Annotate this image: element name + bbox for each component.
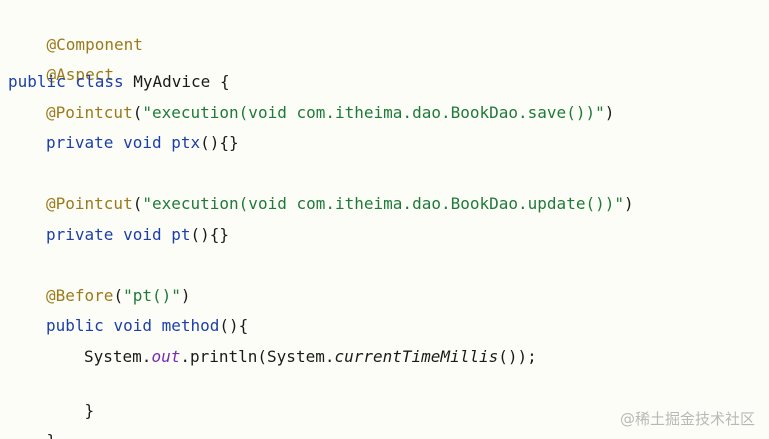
keyword-void: void [113,316,152,335]
code-line-10: @Before("pt()") [46,284,191,308]
code-line-2: @Aspect [8,39,114,84]
keyword-void: void [123,133,162,152]
annotation-aspect: @Aspect [46,65,114,84]
paren-open: ( [132,194,143,213]
code-line-7: @Pointcut("execution(void com.itheima.da… [46,192,634,216]
code-line-14: } [8,405,57,439]
code-line-12: System.out.println(System.currentTimeMil… [84,345,537,369]
string-pt: "pt()" [123,286,181,305]
code-line-11: public void method(){ [46,314,248,338]
method-pt: pt [171,225,191,244]
code-line-4: @Pointcut("execution(void com.itheima.da… [46,101,614,125]
code-line-13: } [46,375,95,420]
code-line-5: private void ptx(){} [46,131,239,155]
annotation-pointcut-save: @Pointcut [46,103,133,122]
method-method: method [161,316,220,335]
field-out: out [151,347,181,366]
string-execution-update: "execution(void com.itheima.dao.BookDao.… [142,194,624,213]
paren-close: ) [623,194,634,213]
static-call-currenttimemillis: currentTimeMillis [334,347,499,366]
keyword-public: public [46,316,104,335]
paren-close: ) [604,103,615,122]
keyword-public: public [8,72,66,91]
open-brace: { [219,72,230,91]
close-brace-method: } [84,401,95,420]
paren-open: ( [132,103,143,122]
annotation-pointcut-update: @Pointcut [46,194,133,213]
keyword-void: void [123,225,162,244]
println-call: .println(System. [180,347,335,366]
keyword-private: private [46,225,114,244]
method-ptx: ptx [171,133,201,152]
watermark: @稀土掘金技术社区 [619,410,755,428]
string-execution-save: "execution(void com.itheima.dao.BookDao.… [142,103,605,122]
code-line-1: @Component [8,9,143,54]
paren-close: ) [180,286,191,305]
call-end: ()); [498,347,537,366]
code-line-3: public class MyAdvice { [8,70,230,94]
system-ref: System. [84,347,152,366]
code-line-8: private void pt(){} [46,223,229,247]
annotation-component: @Component [46,35,143,54]
method-body: (){} [190,225,230,244]
annotation-before: @Before [46,286,114,305]
paren-open: ( [113,286,124,305]
close-brace-class: } [47,431,57,439]
method-body: (){} [200,133,239,152]
keyword-class: class [75,72,124,91]
class-name: MyAdvice [133,72,211,91]
keyword-private: private [46,133,114,152]
method-open: (){ [219,316,249,335]
